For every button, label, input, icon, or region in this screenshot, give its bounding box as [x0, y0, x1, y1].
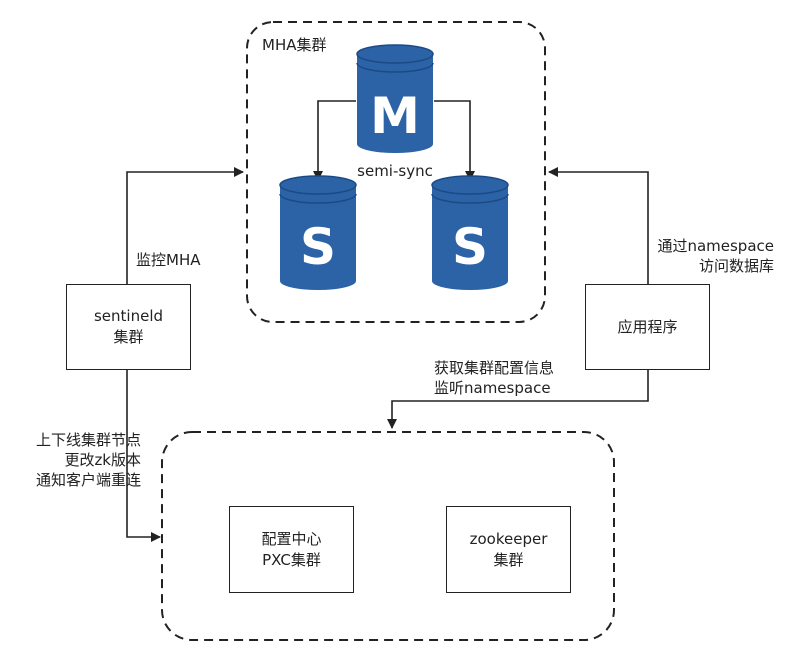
- db-ring: [279, 193, 357, 204]
- db-ring: [431, 193, 509, 204]
- notify-label-line1: 上下线集群节点: [35, 431, 141, 449]
- slave-db-left-letter: S: [300, 218, 336, 276]
- sentineld-box[interactable]: sentineld 集群: [66, 284, 191, 370]
- notify-label-line3: 通知客户端重连: [35, 471, 141, 489]
- db-lid: [356, 44, 434, 64]
- sentineld-label: sentineld: [93, 307, 164, 325]
- slave-db-right-letter: S: [452, 218, 488, 276]
- db-body: [432, 185, 508, 290]
- mha-cluster-title: MHA集群: [262, 36, 327, 54]
- monitor-mha-arrow: [126, 167, 244, 284]
- app-label: 应用程序: [617, 317, 678, 336]
- master-db-letter: M: [370, 87, 420, 145]
- notify-label: 上下线集群节点 更改zk版本 通知客户端重连: [36, 430, 141, 490]
- fetch-config-arrow: [387, 370, 649, 429]
- fetch-config-label-line2: 监听namespace: [434, 379, 551, 397]
- zookeeper-sublabel: 集群: [493, 550, 524, 569]
- replication-arrow-left: [313, 100, 356, 181]
- semi-sync-label: semi-sync: [357, 162, 433, 180]
- zookeeper-label: zookeeper: [469, 529, 548, 548]
- access-db-label-line2: 访问数据库: [698, 257, 774, 275]
- fetch-config-label-line1: 获取集群配置信息: [434, 359, 555, 377]
- master-db-icon: [356, 44, 434, 153]
- sentineld-sublabel: 集群: [113, 328, 144, 346]
- monitor-mha-label: 监控MHA: [136, 251, 201, 269]
- access-db-arrow: [548, 167, 649, 284]
- db-lid: [279, 175, 357, 195]
- config-cluster-container: [161, 431, 615, 641]
- replication-arrow-right: [434, 100, 475, 181]
- app-box[interactable]: 应用程序: [585, 284, 710, 370]
- db-lid: [431, 175, 509, 195]
- slave-db-right-icon: [431, 175, 509, 290]
- notify-label-line2: 更改zk版本: [64, 451, 141, 469]
- fetch-config-label: 获取集群配置信息 监听namespace: [434, 358, 554, 398]
- access-db-label-line1: 通过namespace: [657, 237, 774, 255]
- config-center-box[interactable]: 配置中心 PXC集群: [229, 506, 354, 593]
- config-center-label: 配置中心: [261, 529, 322, 548]
- notify-arrow: [126, 370, 161, 542]
- slave-db-left-icon: [279, 175, 357, 290]
- zookeeper-box[interactable]: zookeeper 集群: [446, 506, 571, 593]
- db-ring: [356, 62, 434, 73]
- mha-cluster-container: [246, 21, 546, 323]
- config-center-sublabel: PXC集群: [262, 550, 321, 569]
- access-db-label: 通过namespace 访问数据库: [657, 236, 774, 276]
- db-body: [357, 54, 433, 153]
- db-body: [280, 185, 356, 290]
